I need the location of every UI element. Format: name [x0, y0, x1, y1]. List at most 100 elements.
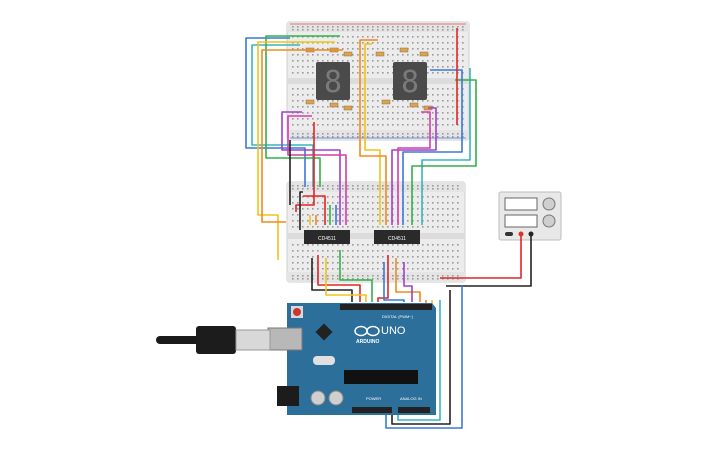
breadboard-hole	[427, 226, 429, 228]
breadboard-hole	[347, 226, 349, 228]
breadboard-hole	[412, 278, 414, 280]
breadboard-hole	[312, 94, 314, 96]
breadboard-hole	[452, 42, 454, 44]
breadboard-hole	[392, 29, 394, 31]
breadboard-hole	[442, 124, 444, 126]
breadboard-hole	[307, 185, 309, 187]
breadboard-hole	[422, 136, 424, 138]
breadboard-hole	[297, 250, 299, 252]
breadboard-hole	[357, 196, 359, 198]
breadboard-hole	[332, 124, 334, 126]
breadboard-hole	[452, 72, 454, 74]
breadboard-hole	[322, 188, 324, 190]
breadboard-hole	[452, 48, 454, 50]
breadboard-hole	[327, 226, 329, 228]
ic-chip-right: CD4511	[374, 230, 420, 244]
breadboard-hole	[387, 88, 389, 90]
breadboard-hole	[352, 214, 354, 216]
breadboard-hole	[427, 66, 429, 68]
breadboard-hole	[417, 256, 419, 258]
breadboard-hole	[347, 196, 349, 198]
breadboard-hole	[327, 268, 329, 270]
breadboard-hole	[447, 188, 449, 190]
breadboard-hole	[457, 268, 459, 270]
breadboard-hole	[417, 118, 419, 120]
seven-segment-display-left: 8	[316, 62, 350, 100]
breadboard-hole	[317, 54, 319, 56]
breadboard-hole	[372, 275, 374, 277]
breadboard-hole	[447, 118, 449, 120]
breadboard-hole	[367, 202, 369, 204]
breadboard-hole	[342, 118, 344, 120]
breadboard-hole	[452, 118, 454, 120]
breadboard-hole	[317, 100, 319, 102]
breadboard-hole	[432, 60, 434, 62]
breadboard-hole	[352, 220, 354, 222]
breadboard-hole	[297, 118, 299, 120]
breadboard-hole	[327, 106, 329, 108]
breadboard-hole	[317, 226, 319, 228]
breadboard-hole	[307, 208, 309, 210]
breadboard-hole	[442, 112, 444, 114]
breadboard-hole	[427, 36, 429, 38]
breadboard-hole	[352, 250, 354, 252]
breadboard-hole	[402, 136, 404, 138]
breadboard-hole	[302, 185, 304, 187]
breadboard-hole	[392, 94, 394, 96]
breadboard-hole	[362, 72, 364, 74]
breadboard-hole	[412, 133, 414, 135]
breadboard-hole	[312, 214, 314, 216]
breadboard-hole	[377, 220, 379, 222]
breadboard-hole	[387, 48, 389, 50]
breadboard-hole	[377, 48, 379, 50]
breadboard-hole	[447, 72, 449, 74]
arduino-uno[interactable]	[267, 303, 436, 415]
breadboard-hole	[412, 262, 414, 264]
breadboard-hole	[327, 60, 329, 62]
breadboard-hole	[407, 256, 409, 258]
breadboard-hole	[357, 275, 359, 277]
breadboard-hole	[447, 214, 449, 216]
breadboard-hole	[392, 88, 394, 90]
breadboard-hole	[377, 94, 379, 96]
breadboard-hole	[402, 250, 404, 252]
breadboard-hole	[437, 112, 439, 114]
breadboard-hole	[452, 106, 454, 108]
breadboard-hole	[437, 54, 439, 56]
power-supply[interactable]	[498, 191, 562, 241]
breadboard-hole	[292, 106, 294, 108]
breadboard-hole	[407, 220, 409, 222]
breadboard-hole	[372, 72, 374, 74]
breadboard-hole	[392, 66, 394, 68]
breadboard-hole	[372, 94, 374, 96]
breadboard-hole	[342, 244, 344, 246]
breadboard-hole	[407, 54, 409, 56]
breadboard-hole	[317, 136, 319, 138]
breadboard-hole	[297, 54, 299, 56]
breadboard-hole	[452, 226, 454, 228]
breadboard-hole	[422, 48, 424, 50]
breadboard-hole	[357, 124, 359, 126]
breadboard-hole	[292, 208, 294, 210]
breadboard-hole	[397, 100, 399, 102]
breadboard-hole	[312, 26, 314, 28]
breadboard-hole	[362, 66, 364, 68]
breadboard-hole	[437, 124, 439, 126]
breadboard-hole	[432, 133, 434, 135]
breadboard-hole	[377, 226, 379, 228]
breadboard-hole	[432, 94, 434, 96]
breadboard-hole	[342, 48, 344, 50]
breadboard-hole	[432, 118, 434, 120]
breadboard-hole	[347, 275, 349, 277]
breadboard-hole	[377, 88, 379, 90]
breadboard-hole	[347, 124, 349, 126]
breadboard-hole	[387, 124, 389, 126]
breadboard-hole	[347, 48, 349, 50]
breadboard-hole	[447, 94, 449, 96]
breadboard-hole	[357, 250, 359, 252]
breadboard-hole	[307, 72, 309, 74]
breadboard-hole	[427, 278, 429, 280]
breadboard-hole	[392, 275, 394, 277]
breadboard-hole	[362, 250, 364, 252]
breadboard-hole	[417, 208, 419, 210]
